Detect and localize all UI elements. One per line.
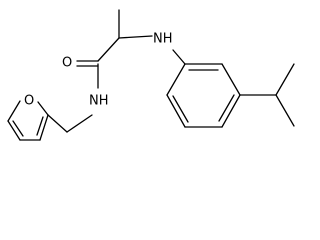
bond-ring-c5-c6 xyxy=(221,63,241,96)
bond-ch2-furan xyxy=(47,114,68,133)
bond-furan-c3-c2 xyxy=(39,114,49,141)
bond-isopropyl-methyl-up xyxy=(275,63,295,96)
bond-isopropyl-methyl-down xyxy=(275,94,295,127)
amine-nh-label: NH xyxy=(153,32,173,47)
bond-furan-c5-c4-inner xyxy=(12,120,24,137)
bond-furan-c3-c2-inner xyxy=(36,116,44,136)
bond-furan-c2-o xyxy=(37,101,49,116)
bond-alpha-amine-n xyxy=(118,35,153,39)
bond-furan-c5-c4 xyxy=(7,120,21,141)
bond-furan-o-c5 xyxy=(7,100,21,122)
bond-amide-n-ch2 xyxy=(66,114,93,133)
bond-ring-c1-c2 xyxy=(166,63,186,96)
furan-oxygen-label: O xyxy=(24,94,34,109)
bond-ring-c2-c3-inner xyxy=(172,95,189,123)
chemical-structure-diagram: O NH NH O xyxy=(7,9,295,141)
bond-ring-c4-c5-inner xyxy=(218,94,235,122)
bond-amine-n-ring xyxy=(172,49,186,65)
carbonyl-oxygen-label: O xyxy=(62,56,72,71)
bond-alpha-carbonyl xyxy=(97,37,120,62)
bond-ring-c2-c3 xyxy=(166,94,186,128)
bond-ring-c4-c5 xyxy=(221,94,241,128)
amide-nh-label: NH xyxy=(89,94,109,109)
